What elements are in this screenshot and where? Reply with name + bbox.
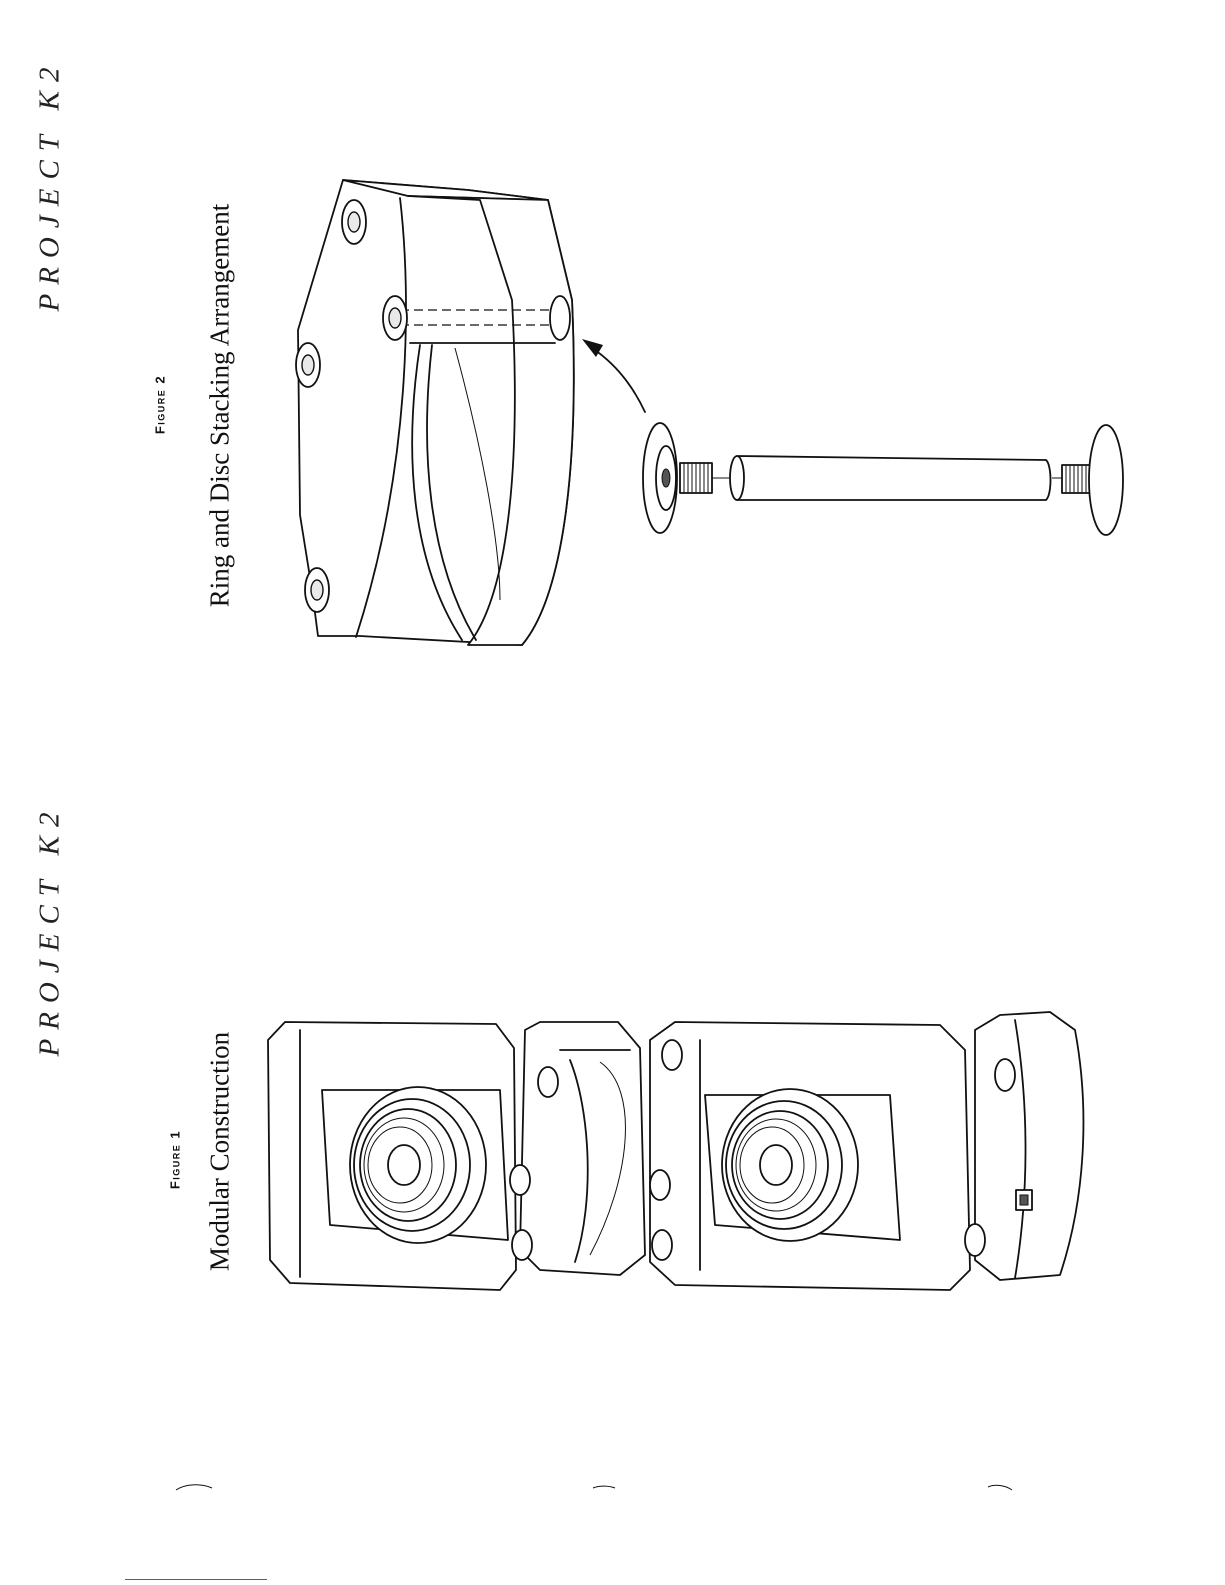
- arrow-icon: [582, 339, 645, 412]
- figure-2-ring-disc-module: [296, 180, 574, 645]
- bottom-rule: [125, 1579, 267, 1580]
- figure-1-module-top: [268, 1022, 516, 1290]
- figure-1-module-bottom: [650, 1022, 970, 1290]
- figure-1-module-base: [965, 1012, 1083, 1280]
- figure-1-module-ring: [510, 1022, 645, 1275]
- figure-2-stacking-rod: [643, 423, 1123, 535]
